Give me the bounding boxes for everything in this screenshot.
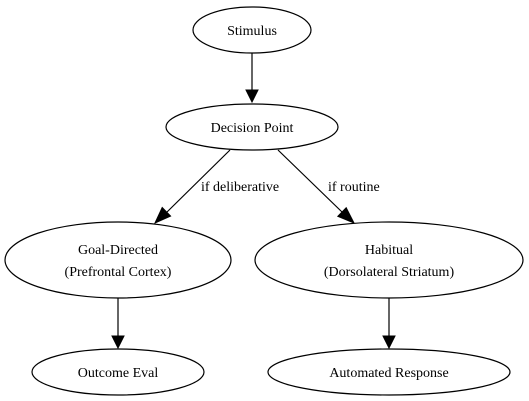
node-label-automated-response: Automated Response — [329, 366, 448, 381]
arrowhead-icon — [111, 335, 125, 350]
node-decision-point: Decision Point — [165, 103, 339, 151]
arrowhead-icon — [336, 206, 356, 224]
node-label-habitual-line2: (Dorsolateral Striatum) — [324, 265, 455, 280]
edge-habitual-to-automated-response — [382, 298, 396, 350]
edge-label-routine: if routine — [328, 180, 380, 195]
node-stimulus: Stimulus — [192, 6, 312, 54]
node-automated-response: Automated Response — [267, 348, 511, 396]
node-label-outcome-eval: Outcome Eval — [78, 366, 159, 381]
arrowhead-icon — [153, 206, 172, 224]
edge-stimulus-to-decision — [245, 53, 259, 104]
arrowhead-icon — [245, 89, 259, 104]
node-label-habitual-line1: Habitual — [365, 243, 413, 258]
node-goal-directed: Goal-Directed (Prefrontal Cortex) — [4, 221, 232, 299]
edge-label-deliberative: if deliberative — [201, 180, 279, 195]
edge-decision-to-habitual: if routine — [277, 149, 380, 224]
edge-goal-directed-to-outcome-eval — [111, 298, 125, 350]
node-label-stimulus: Stimulus — [227, 24, 277, 39]
arrowhead-icon — [382, 335, 396, 350]
node-label-decision-point: Decision Point — [211, 121, 294, 136]
node-habitual: Habitual (Dorsolateral Striatum) — [254, 221, 524, 299]
edge-decision-to-goal-directed: if deliberative — [153, 149, 279, 224]
node-outcome-eval: Outcome Eval — [31, 348, 205, 396]
node-label-goal-directed-line1: Goal-Directed — [78, 243, 158, 258]
node-label-goal-directed-line2: (Prefrontal Cortex) — [65, 265, 172, 280]
